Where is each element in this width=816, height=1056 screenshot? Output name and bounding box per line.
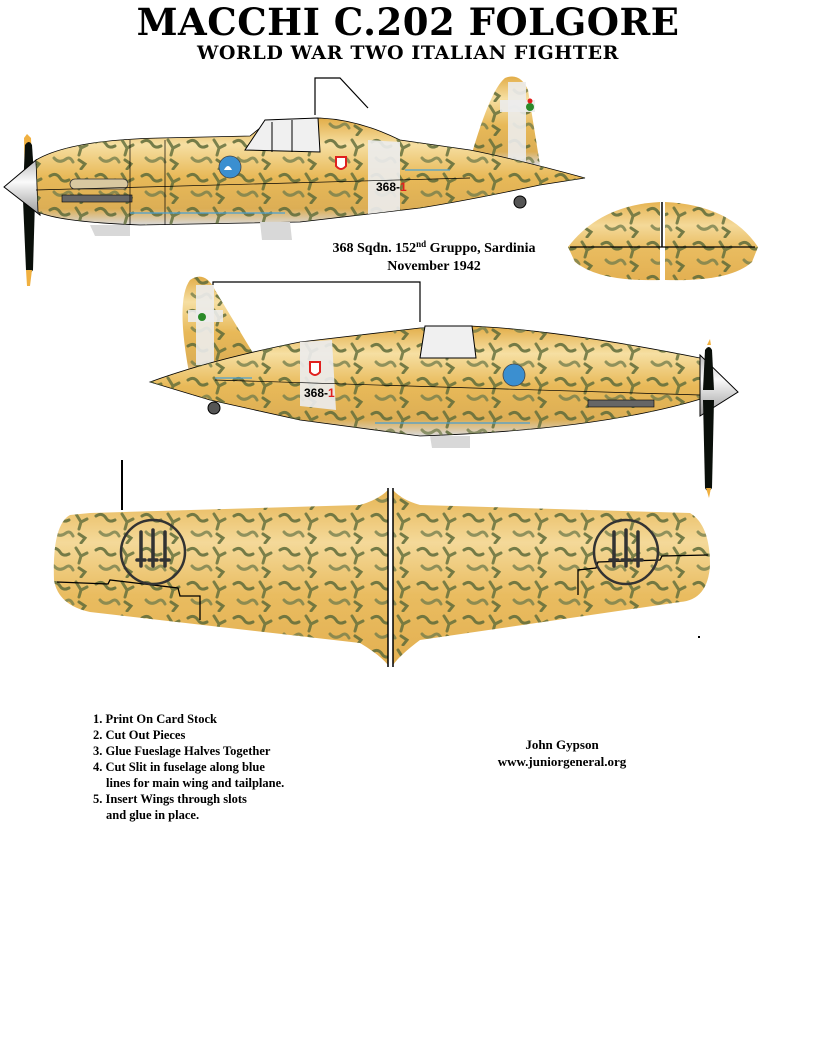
instruction-item: 3. Glue Fueslage Halves Together xyxy=(93,744,271,758)
author-credit: John Gypson www.juniorgeneral.org xyxy=(462,736,662,770)
author-website-link[interactable]: www.juniorgeneral.org xyxy=(497,754,627,769)
main-wing-part xyxy=(53,460,710,667)
fuselage-right-view: 368-1 xyxy=(148,276,739,498)
svg-text:368-1: 368-1 xyxy=(304,386,335,400)
fasces-wing-roundel-icon xyxy=(592,518,660,586)
page-title: MACCHI C.202 FOLGORE xyxy=(136,0,680,44)
squadron-badge-icon xyxy=(335,156,347,170)
author-name: John Gypson xyxy=(525,737,599,752)
caption-date: November 1942 xyxy=(387,259,481,274)
tailplane-part xyxy=(568,202,758,281)
fasces-wing-roundel-icon xyxy=(119,518,187,586)
page-subtitle: WORLD WAR TWO ITALIAN FIGHTER xyxy=(196,42,620,64)
aircraft-caption: 368 Sqdn. 152nd Gruppo, Sardinia Novembe… xyxy=(300,240,568,276)
instruction-item: 2. Cut Out Pieces xyxy=(93,728,186,742)
fuselage-left-view: 368-1 xyxy=(3,76,586,286)
caption-unit: 368 Sqdn. 152nd Gruppo, Sardinia xyxy=(332,239,536,257)
instruction-item: 1. Print On Card Stock xyxy=(93,712,217,726)
assembly-instructions: 1. Print On Card Stock 2. Cut Out Pieces… xyxy=(93,711,284,823)
svg-text:368-1: 368-1 xyxy=(376,180,407,194)
